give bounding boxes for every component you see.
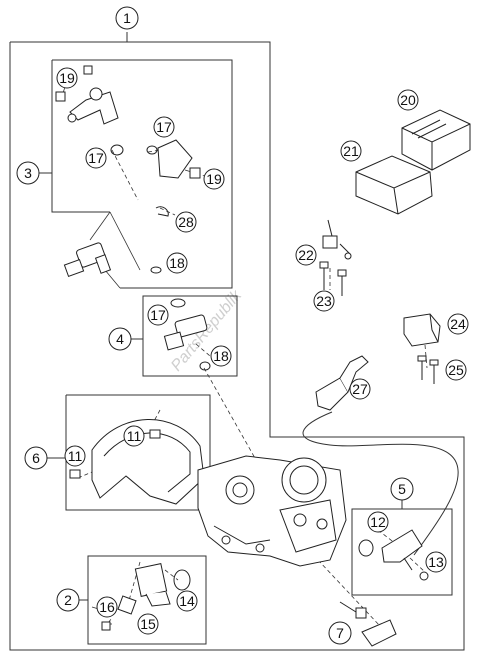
callout-17a: 17 — [85, 147, 107, 169]
callout-number: 11 — [127, 428, 142, 444]
callout-number: 22 — [298, 247, 314, 263]
callout-22: 22 — [295, 244, 317, 266]
tps-sensor-part-2 — [101, 563, 191, 631]
callout-number: 17 — [156, 119, 172, 135]
callout-25: 25 — [445, 359, 467, 381]
callout-13: 13 — [425, 551, 447, 573]
callout-number: 5 — [398, 481, 406, 497]
bracket-part-21 — [355, 155, 433, 215]
callout-6: 6 — [24, 446, 48, 470]
clip-part-28 — [155, 206, 169, 217]
callout-number: 7 — [336, 625, 344, 641]
callout-1: 1 — [115, 6, 139, 30]
callout-11a: 11 — [123, 425, 145, 447]
sensor-part-22 — [322, 219, 352, 260]
callout-14: 14 — [176, 590, 198, 612]
callout-23: 23 — [313, 290, 335, 312]
injector-part-b — [163, 298, 211, 371]
screw-part-23 — [319, 261, 347, 296]
assembly-1-outline — [9, 32, 465, 651]
callout-20: 20 — [397, 89, 419, 111]
callout-12: 12 — [367, 511, 389, 533]
sensor-wire — [302, 411, 459, 556]
part-drawings — [55, 65, 471, 647]
callout-number: 16 — [99, 599, 115, 615]
lever-part-5 — [358, 529, 429, 581]
sensor-part-27 — [315, 355, 369, 411]
injector-holder-part — [67, 87, 119, 125]
callout-number: 20 — [400, 92, 416, 108]
callout-number: 2 — [64, 592, 72, 608]
callout-number: 19 — [206, 171, 222, 187]
o-ring-part-17a — [110, 144, 124, 156]
callout-number: 3 — [24, 165, 32, 181]
screw-part-19a — [55, 65, 93, 102]
callout-number: 11 — [68, 448, 83, 464]
callout-number: 15 — [140, 616, 156, 632]
callout-2: 2 — [56, 588, 80, 612]
callout-27: 27 — [349, 378, 371, 400]
callout-number: 1 — [123, 10, 131, 26]
callout-15: 15 — [137, 613, 159, 635]
callout-19b: 19 — [203, 168, 225, 190]
callout-number: 18 — [213, 348, 229, 364]
callout-18a: 18 — [166, 252, 188, 274]
callout-number: 17 — [88, 150, 104, 166]
group-3-box — [38, 59, 233, 289]
callout-16: 16 — [96, 596, 118, 618]
callout-4: 4 — [108, 327, 132, 351]
callout-3: 3 — [16, 161, 40, 185]
callout-number: 4 — [116, 331, 124, 347]
sensor-part-24 — [403, 313, 441, 347]
callout-17b: 17 — [153, 116, 175, 138]
callout-11b: 11 — [64, 445, 86, 467]
screw-part-25 — [417, 355, 439, 384]
callout-number: 12 — [370, 514, 386, 530]
o-ring-part-18a — [150, 266, 162, 274]
callout-18b: 18 — [210, 345, 232, 367]
callout-24: 24 — [447, 313, 469, 335]
injector-part-a — [63, 242, 112, 278]
callout-number: 14 — [179, 593, 195, 609]
callout-number: 6 — [32, 450, 40, 466]
callout-number: 24 — [450, 316, 466, 332]
callout-number: 25 — [448, 362, 464, 378]
callout-21: 21 — [340, 140, 362, 162]
callout-number: 28 — [178, 214, 194, 230]
callout-17c: 17 — [147, 304, 169, 326]
callout-number: 18 — [169, 255, 185, 271]
callout-number: 19 — [59, 70, 75, 86]
callout-28: 28 — [175, 211, 197, 233]
callout-19a: 19 — [56, 67, 78, 89]
callout-number: 13 — [428, 554, 444, 570]
fuel-connector-part — [146, 139, 201, 179]
callout-5: 5 — [390, 477, 414, 501]
callout-number: 27 — [352, 381, 368, 397]
callout-number: 23 — [316, 293, 332, 309]
callout-7: 7 — [328, 621, 352, 645]
idle-valve-part-7 — [339, 601, 397, 647]
callout-number: 21 — [343, 143, 359, 159]
throttle-body-part — [197, 455, 347, 567]
ecu-part-20 — [401, 109, 471, 171]
cover-part-6 — [69, 419, 205, 505]
callout-number: 17 — [150, 307, 166, 323]
